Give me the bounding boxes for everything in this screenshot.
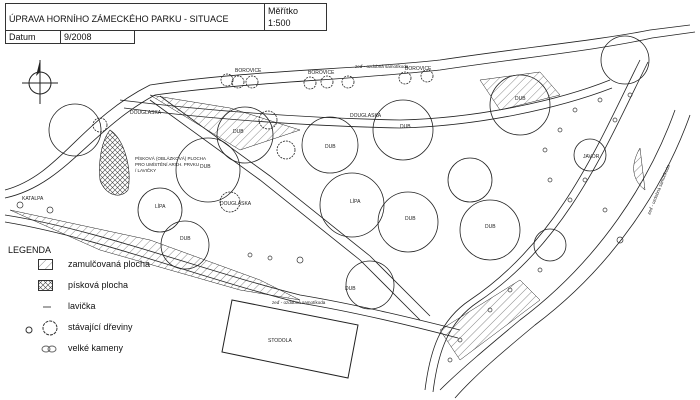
label-dub: DUB: [485, 224, 496, 230]
wall-note-bottom: zeď - ozdobná samotíkoda: [272, 300, 326, 305]
sand-area-note-line: PRO UMÍSTĚNÍ ARCH. PRVKU: [135, 160, 199, 167]
stones-icon: [41, 345, 57, 353]
legend-item-label: písková plocha: [68, 280, 129, 290]
label-dub: DUB: [515, 96, 526, 102]
date-value: 9/2008: [64, 32, 92, 42]
label-lipa: LÍPA: [350, 198, 361, 205]
sand-area-note-line: / LAVIČKY: [135, 167, 156, 173]
label-lipa: LÍPA: [155, 203, 166, 210]
legend-item-mulch: zamulčovaná plocha: [6, 259, 206, 273]
legend-item-label: zamulčovaná plocha: [68, 259, 151, 269]
label-borovice: BOROVICE: [405, 66, 432, 72]
date-block: Datum 9/2008: [5, 30, 135, 44]
tree-labels: BOROVICE BOROVICE BOROVICE DOUGLASKA DOU…: [22, 66, 600, 292]
north-arrow-icon: [22, 60, 58, 104]
label-douglaska: DOUGLASKA: [220, 201, 252, 207]
legend-item-bench: lavička: [6, 301, 206, 315]
conifers: [92, 69, 434, 213]
building-stodola: STODOLA: [221, 299, 359, 379]
legend-item-trees: stávající dřeviny: [6, 320, 206, 336]
sand-area-note: PÍSKOVÁ (OBLÁZKOVÁ) PLOCHA PRO UMÍSTĚNÍ …: [135, 155, 206, 173]
sand-area: [99, 129, 130, 196]
legend-item-sand: písková plocha: [6, 280, 206, 294]
legend-item-label: velké kameny: [68, 343, 124, 353]
label-dub: DUB: [180, 236, 191, 242]
legend-item-label: stávající dřeviny: [68, 322, 133, 332]
hatch-icon: [38, 259, 53, 270]
bench-icon: [43, 306, 51, 308]
label-dub: DUB: [200, 164, 211, 170]
wall-note-top: zeď - ozdobná samotíkoda: [355, 64, 409, 69]
scale-cell: Měřítko 1:500: [264, 4, 328, 30]
label-dub: DUB: [405, 216, 416, 222]
label-douglaska: DOUGLASKA: [130, 110, 162, 116]
mulched-areas: [9, 71, 646, 361]
wall-note-right: zeď - ozdobná samotíkoda: [646, 164, 671, 216]
building-label: STODOLA: [268, 338, 292, 344]
sand-area-note-line: PÍSKOVÁ (OBLÁZKOVÁ) PLOCHA: [135, 155, 206, 161]
scale-label: Měřítko: [268, 6, 299, 16]
date-label: Datum: [6, 31, 61, 43]
label-javor: JAVOR: [583, 154, 600, 160]
crosshatch-icon: [38, 280, 53, 291]
label-dub: DUB: [400, 124, 411, 130]
label-katalpa: KATALPA: [22, 196, 44, 202]
drawing-title: ÚPRAVA HORNÍHO ZÁMECKÉHO PARKU - SITUACE: [9, 14, 229, 24]
scale-value: 1:500: [268, 18, 291, 28]
label-borovice: BOROVICE: [235, 68, 262, 74]
label-dub: DUB: [325, 144, 336, 150]
legend-item-stones: velké kameny: [6, 343, 206, 357]
title-block: ÚPRAVA HORNÍHO ZÁMECKÉHO PARKU - SITUACE…: [5, 3, 327, 31]
tree-icon: [25, 320, 58, 336]
label-dub: DUB: [345, 286, 356, 292]
legend-item-label: lavička: [68, 301, 96, 311]
label-douglaska: DOUGLASKA: [350, 113, 382, 119]
legend-heading: LEGENDA: [8, 245, 52, 255]
label-borovice: BOROVICE: [308, 70, 335, 76]
label-dub: DUB: [233, 129, 244, 135]
tree-crowns: [48, 35, 650, 310]
small-trees: [16, 92, 633, 363]
